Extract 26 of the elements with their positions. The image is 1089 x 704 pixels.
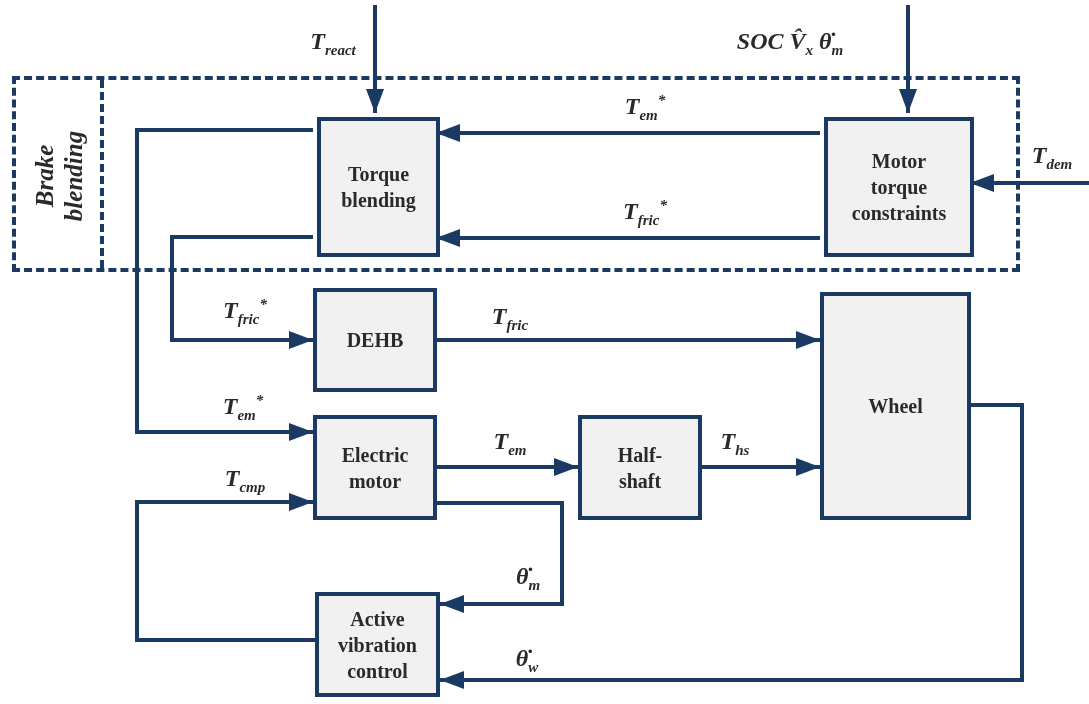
process-block: [820, 292, 971, 520]
arrow: [170, 235, 313, 349]
arrow: [702, 458, 820, 476]
process-block: [578, 415, 702, 520]
block-label: Motor torque constraints: [850, 149, 948, 226]
block-label: Electric motor: [340, 442, 410, 494]
block-label: DEHB: [345, 328, 405, 353]
process-block: [824, 117, 974, 257]
block-label: Torque blending: [340, 162, 417, 213]
arrow: [135, 493, 315, 642]
arrow: [135, 128, 313, 441]
arrow: [899, 5, 917, 113]
process-block: [315, 592, 440, 697]
block-label: Half-shaft: [616, 442, 664, 494]
group-heading: Brake blending: [31, 129, 88, 224]
process-block: [317, 117, 440, 257]
arrow: [437, 458, 578, 476]
block-label: Wheel: [867, 394, 924, 419]
arrow: [437, 501, 564, 613]
arrow: [366, 5, 384, 113]
arrow: [437, 331, 820, 349]
process-block: [313, 288, 437, 392]
dashed-group-box: [12, 76, 1020, 272]
arrow: [440, 403, 1024, 689]
block-label: Active vibration control: [337, 606, 418, 684]
process-block: [313, 415, 437, 520]
